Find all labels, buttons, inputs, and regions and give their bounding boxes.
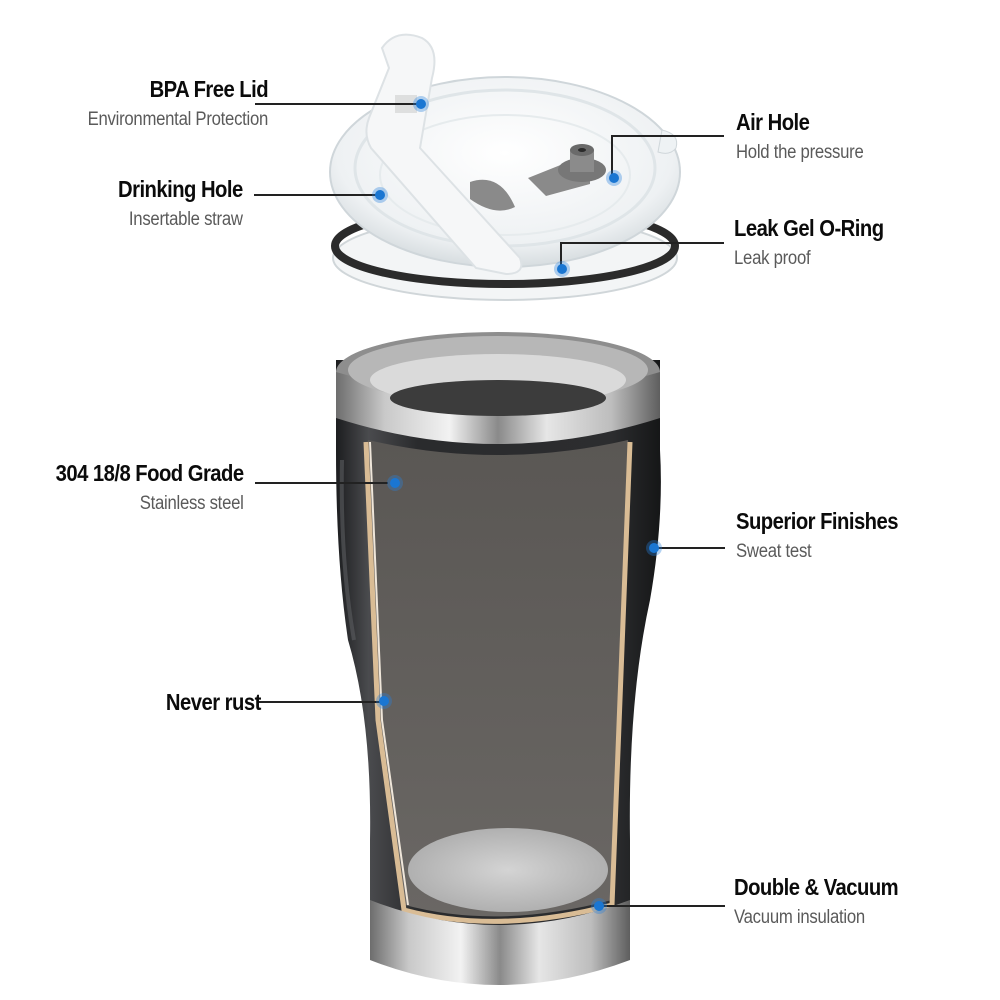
leader-food-grade xyxy=(255,482,388,484)
callout-leak-gel-o-ring: Leak Gel O-Ring Leak proof xyxy=(734,215,904,270)
callout-bpa-free-lid: BPA Free Lid Environmental Protection xyxy=(63,76,269,131)
callout-double-vacuum: Double & Vacuum Vacuum insulation xyxy=(734,874,921,929)
callout-subtitle: Environmental Protection xyxy=(87,109,269,130)
marker-double-vacuum[interactable] xyxy=(591,898,607,914)
callout-superior-finishes: Superior Finishes Sweat test xyxy=(736,508,920,563)
marker-o-ring[interactable] xyxy=(554,261,570,277)
callout-subtitle: Sweat test xyxy=(736,541,812,562)
callout-title: Never rust xyxy=(166,689,261,715)
callout-title: Superior Finishes xyxy=(736,508,899,534)
callout-title: Leak Gel O-Ring xyxy=(734,215,884,241)
leader-air-hole xyxy=(612,135,724,137)
marker-never-rust[interactable] xyxy=(376,693,392,709)
callout-subtitle: Insertable straw xyxy=(129,209,243,230)
tumbler xyxy=(336,332,661,985)
callout-title: BPA Free Lid xyxy=(149,76,269,102)
callout-subtitle: Vacuum insulation xyxy=(734,907,865,928)
leader-air-hole-vertical xyxy=(611,135,613,177)
marker-food-grade[interactable] xyxy=(387,475,403,491)
callout-title: Double & Vacuum xyxy=(734,874,899,900)
callout-title: Drinking Hole xyxy=(118,176,243,202)
leader-double-vacuum xyxy=(600,905,725,907)
leader-superior-finishes xyxy=(655,547,725,549)
callout-subtitle: Stainless steel xyxy=(140,493,244,514)
leader-bpa-free-lid xyxy=(255,103,420,105)
callout-drinking-hole: Drinking Hole Insertable straw xyxy=(101,176,243,231)
marker-bpa-free-lid[interactable] xyxy=(413,96,429,112)
leader-o-ring xyxy=(561,242,724,244)
callout-never-rust: Never rust xyxy=(153,689,261,716)
lid xyxy=(329,33,681,301)
leader-drinking-hole xyxy=(254,194,380,196)
marker-drinking-hole[interactable] xyxy=(372,187,388,203)
callout-subtitle: Leak proof xyxy=(734,248,811,269)
air-valve xyxy=(528,144,606,196)
callout-food-grade: 304 18/8 Food Grade Stainless steel xyxy=(30,460,244,515)
callout-air-hole: Air Hole Hold the pressure xyxy=(736,109,881,164)
marker-superior-finishes[interactable] xyxy=(646,540,662,556)
leader-o-ring-vertical xyxy=(560,242,562,268)
marker-air-hole[interactable] xyxy=(606,170,622,186)
leader-never-rust xyxy=(258,701,382,703)
callout-title: Air Hole xyxy=(736,109,810,135)
callout-title: 304 18/8 Food Grade xyxy=(56,460,244,486)
callout-subtitle: Hold the pressure xyxy=(736,142,864,163)
